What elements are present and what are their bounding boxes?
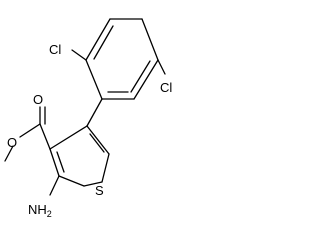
bond: [49, 125, 88, 150]
bond: [39, 123, 51, 150]
amino-label: NH: [28, 202, 47, 217]
bond: [83, 181, 103, 187]
double-bond-inner: [93, 25, 114, 60]
double-bond-inner: [130, 60, 151, 93]
chlorine-atom-right: Cl: [160, 80, 172, 95]
double-bond-inner: [56, 151, 65, 173]
sulfur-atom: S: [95, 183, 104, 198]
double-bond-inner: [89, 133, 105, 153]
dichlorophenyl-ring: [85, 18, 159, 100]
carbonyl-oxygen-atom: O: [33, 92, 43, 107]
bond: [133, 59, 159, 100]
bond: [86, 125, 110, 155]
methyl-ester-group: [4, 106, 51, 162]
bond-aryl-thiophene: [86, 98, 103, 127]
bond-c-cl-right: [157, 59, 166, 75]
bond: [58, 175, 85, 187]
chlorine-atom-top: Cl: [49, 42, 61, 57]
bond-methyl: [4, 145, 14, 162]
amino-subscript: 2: [47, 209, 52, 219]
chemical-structure: Cl Cl S O O NH2: [4, 18, 172, 219]
thiophene-ring: [49, 125, 110, 187]
bond: [85, 18, 111, 61]
bond: [141, 18, 159, 61]
amino-group: NH2: [28, 202, 52, 219]
bond-c-cl-top: [71, 49, 87, 61]
bond: [49, 148, 60, 177]
bond: [85, 59, 103, 100]
bond: [19, 123, 41, 138]
bond-c-n: [49, 175, 60, 196]
ester-oxygen-atom: O: [7, 135, 17, 150]
bond: [101, 153, 110, 183]
